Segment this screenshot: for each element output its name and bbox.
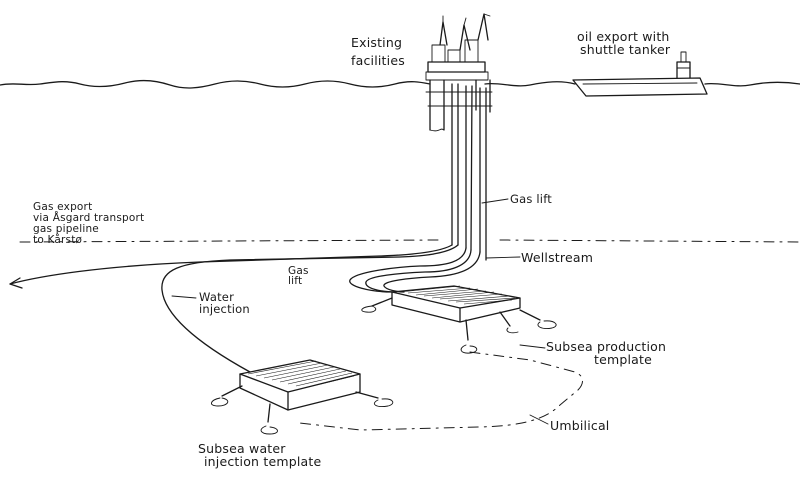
label-oil-export: oil export with shuttle tanker bbox=[577, 29, 671, 57]
sea-surface bbox=[0, 79, 800, 89]
water-injection-leader bbox=[171, 295, 197, 299]
shuttle-tanker-icon bbox=[572, 51, 708, 97]
label-gas-lift-template: Gas lift bbox=[288, 265, 309, 287]
wellstream-lines bbox=[349, 247, 521, 293]
label-wellstream: Wellstream bbox=[521, 250, 594, 265]
label-gas-export: Gas export via Åsgard transport gas pipe… bbox=[33, 201, 145, 246]
label-production-template: Subsea production template bbox=[546, 339, 667, 367]
seabed-line bbox=[19, 239, 800, 243]
gas-export-pipeline bbox=[9, 244, 453, 289]
label-gas-lift-riser: Gas lift bbox=[510, 192, 552, 206]
label-existing-facilities: Existing facilities bbox=[351, 35, 405, 68]
label-water-injection-template: Subsea water injection template bbox=[198, 441, 322, 469]
label-umbilical: Umbilical bbox=[550, 418, 610, 433]
umbilical-route bbox=[299, 351, 583, 431]
label-water-injection: Water injection bbox=[199, 290, 250, 316]
risers bbox=[451, 83, 509, 261]
water-injection-template-icon bbox=[211, 359, 394, 435]
platform-icon bbox=[425, 13, 493, 132]
umbilical-leader bbox=[529, 414, 549, 425]
production-leader bbox=[519, 344, 546, 349]
water-injection-line bbox=[161, 244, 459, 373]
production-template-icon bbox=[361, 285, 557, 354]
